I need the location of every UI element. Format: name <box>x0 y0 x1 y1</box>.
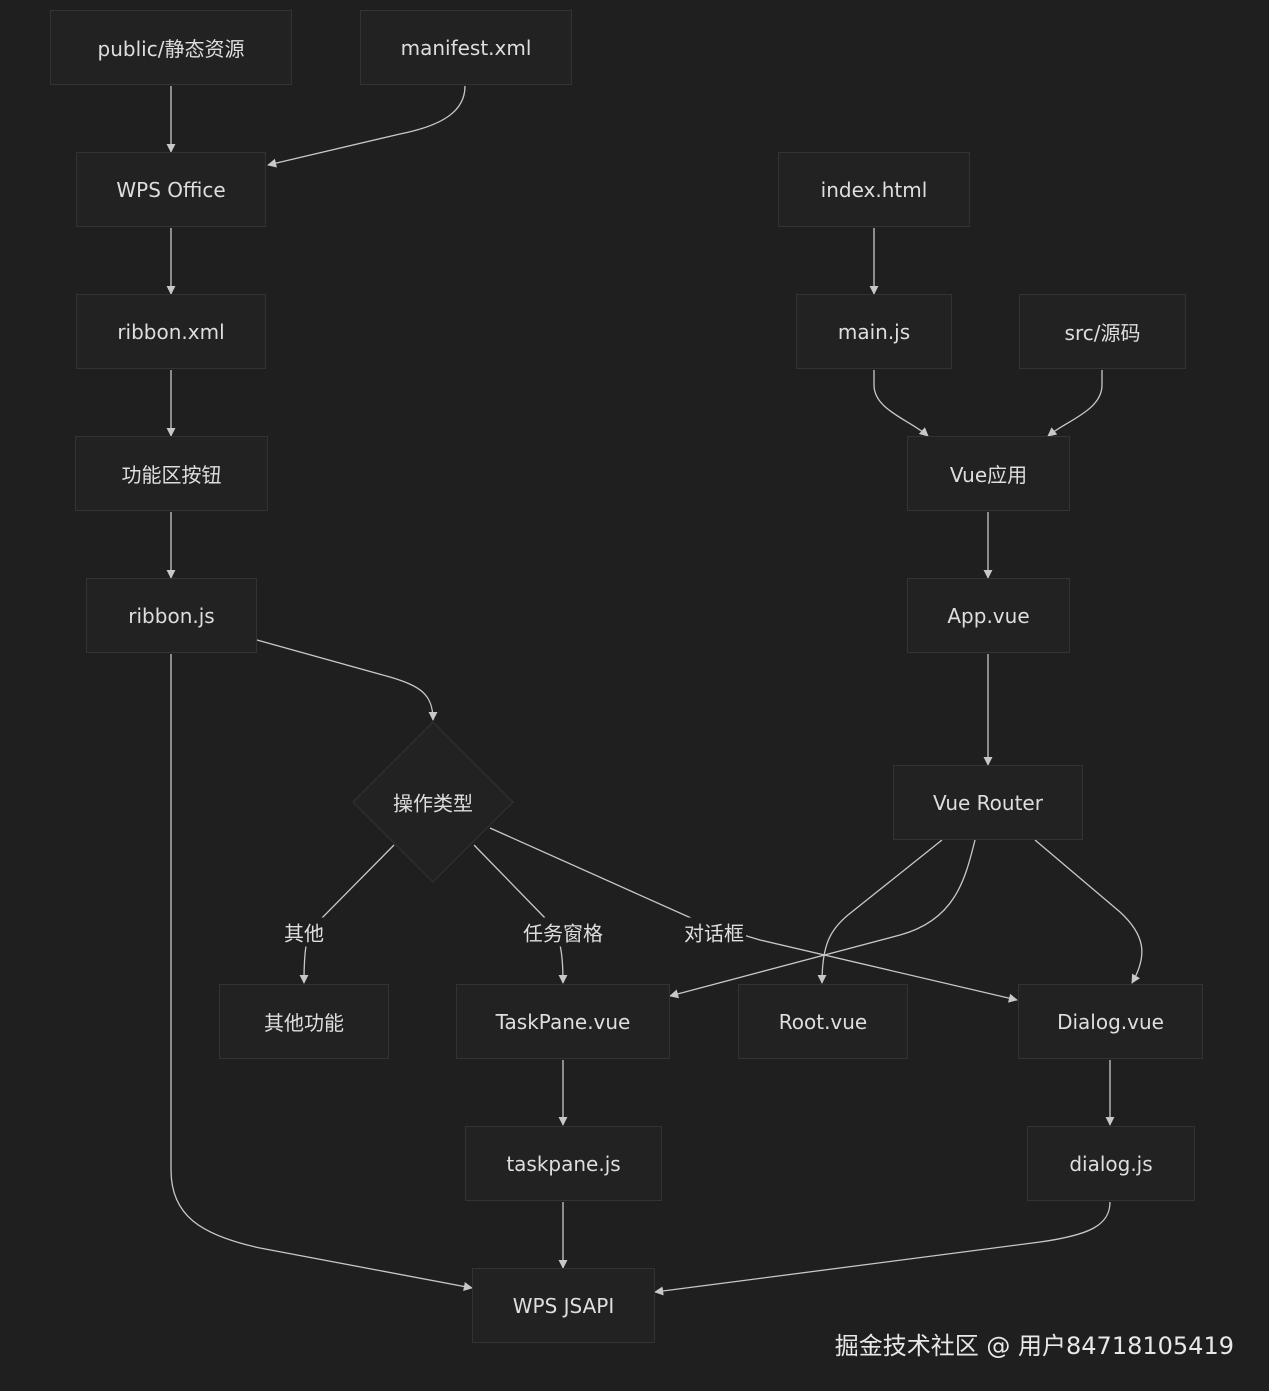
node-vue-app: Vue应用 <box>907 436 1070 511</box>
node-app-vue: App.vue <box>907 578 1070 653</box>
edge-dialog-js-to-wps-jsapi <box>654 1201 1111 1296</box>
edge-op-type-to-taskpane-vue <box>473 844 568 984</box>
node-index-html: index.html <box>778 152 970 227</box>
edge-op-type-to-other-func <box>299 844 395 984</box>
edge-vue-router-to-root-vue <box>817 839 943 984</box>
node-op-type: 操作类型 <box>393 791 473 816</box>
node-wps-jsapi: WPS JSAPI <box>472 1268 655 1343</box>
node-vue-router: Vue Router <box>893 765 1083 840</box>
watermark: 掘金技术社区 @ 用户84718105419 <box>834 1332 1234 1360</box>
node-other-func: 其他功能 <box>219 984 389 1059</box>
node-taskpane-vue: TaskPane.vue <box>456 984 670 1059</box>
edge-ribbon-js-to-wps-jsapi <box>170 654 473 1291</box>
edge-ribbon-js-to-op-type <box>256 639 438 721</box>
edge-label-other: 其他 <box>282 917 326 947</box>
node-root-vue: Root.vue <box>738 984 908 1059</box>
node-taskpane-js: taskpane.js <box>465 1126 662 1201</box>
node-ribbon-xml: ribbon.xml <box>76 294 266 369</box>
edge-label-taskpane: 任务窗格 <box>521 917 605 947</box>
node-manifest: manifest.xml <box>360 10 572 85</box>
edge-vue-router-to-dialog-vue <box>1034 839 1143 984</box>
node-main-js: main.js <box>796 294 952 369</box>
node-public: public/静态资源 <box>50 10 292 85</box>
node-wps-office: WPS Office <box>76 152 266 227</box>
edge-src-to-vue-app <box>1047 370 1103 437</box>
node-src: src/源码 <box>1019 294 1186 369</box>
node-ribbon-buttons: 功能区按钮 <box>75 436 268 511</box>
edge-main-js-to-vue-app <box>873 370 929 437</box>
decision-diamond <box>352 721 514 883</box>
edge-label-dialog: 对话框 <box>682 917 746 947</box>
edge-vue-router-to-taskpane-vue <box>669 839 976 999</box>
node-dialog-js: dialog.js <box>1027 1126 1195 1201</box>
node-ribbon-js: ribbon.js <box>86 578 257 653</box>
node-dialog-vue: Dialog.vue <box>1018 984 1203 1059</box>
edge-manifest-to-wps-office <box>267 85 466 168</box>
